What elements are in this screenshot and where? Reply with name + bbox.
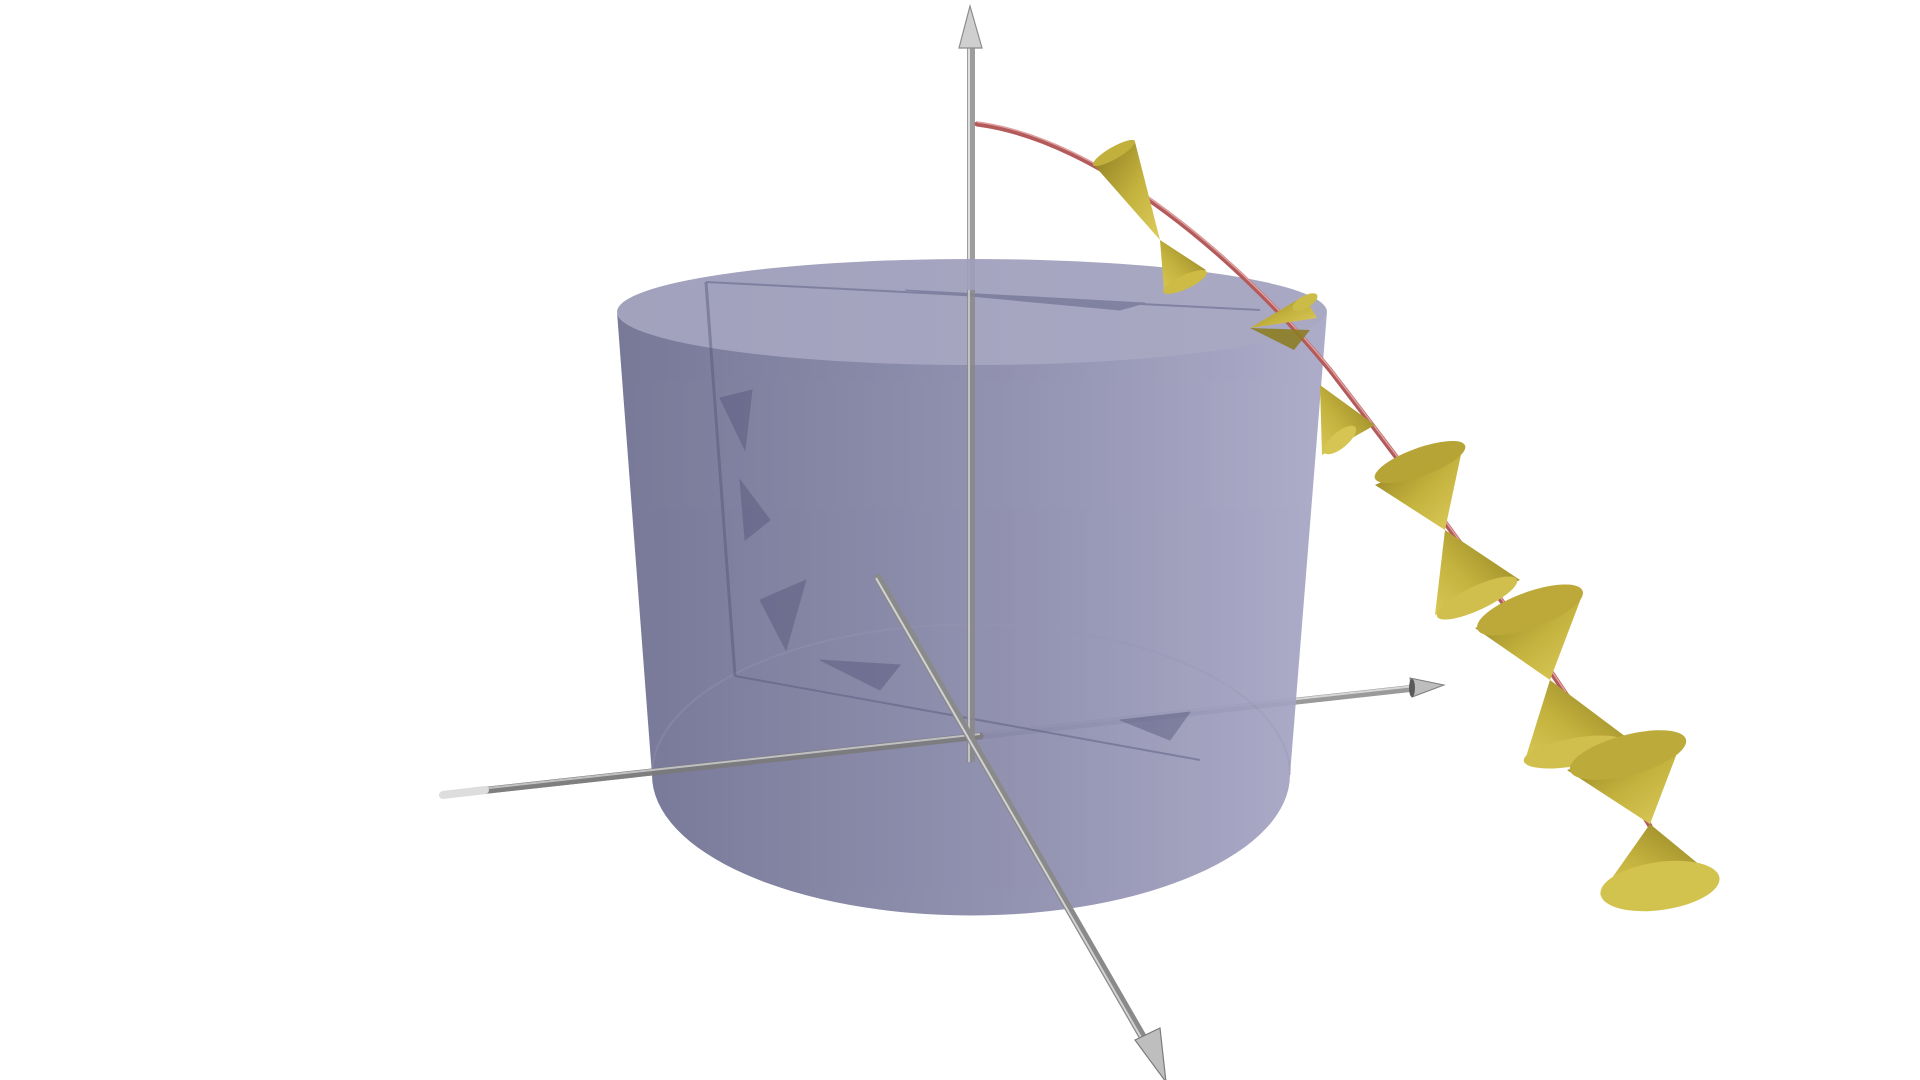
cone-3 <box>1250 293 1318 350</box>
cone-2 <box>1160 240 1207 294</box>
cone-9 <box>1567 730 1687 824</box>
z-axis-arrowhead <box>1134 1027 1167 1080</box>
cones <box>1093 139 1720 912</box>
shadow-marks <box>704 281 1261 761</box>
z-axis-line <box>874 574 1152 1050</box>
cone-4 <box>1320 385 1375 455</box>
y-axis-arrowhead <box>958 3 983 49</box>
cone-1 <box>1093 139 1160 240</box>
x-axis-arrowhead <box>1409 677 1446 698</box>
cone-6 <box>1435 530 1520 620</box>
cone-7 <box>1475 584 1583 680</box>
cone-10 <box>1600 824 1720 912</box>
cone-5 <box>1374 440 1466 530</box>
axes-front <box>439 3 1446 1080</box>
